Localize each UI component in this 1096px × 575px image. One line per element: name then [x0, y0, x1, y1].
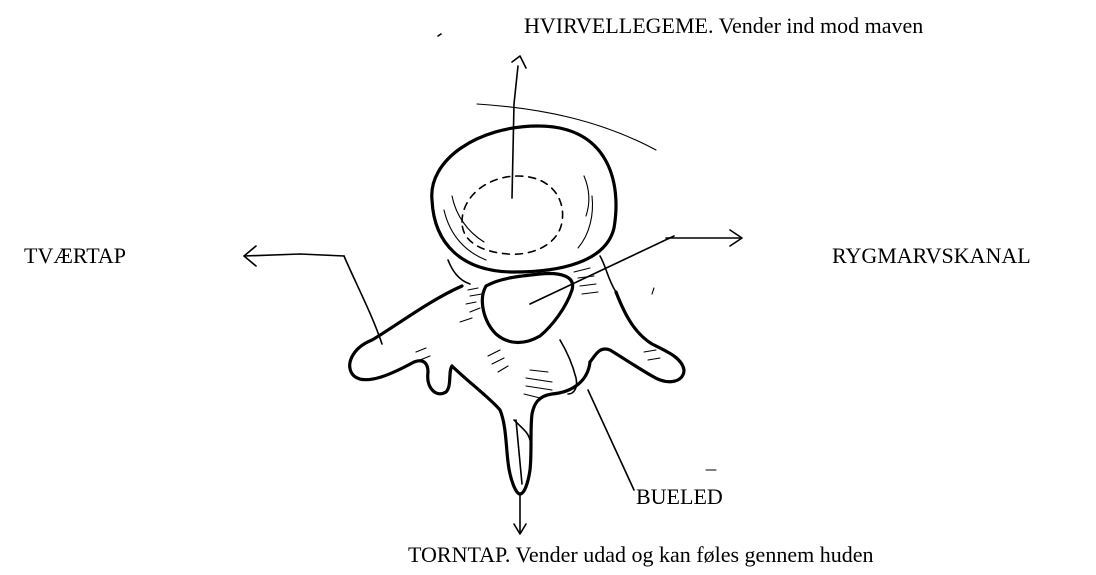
- stray-mark: [438, 34, 441, 36]
- spinal-canal: [482, 274, 572, 343]
- stray-mark: [477, 104, 656, 150]
- label-spinal-canal: RYGMARVSKANAL: [832, 245, 1031, 267]
- vertebral-arch: [350, 256, 684, 494]
- label-vertebral-body: HVIRVELLEGEME. Vender ind mod maven: [524, 15, 923, 37]
- leader-vertebral-arch: [588, 390, 634, 490]
- leader-spinous-process: [514, 494, 526, 534]
- vertebral-body: [432, 126, 616, 272]
- label-vertebral-arch: BUELED: [636, 486, 723, 508]
- leader-transverse-process: [244, 246, 382, 344]
- label-spinous-process: TORNTAP. Vender udad og kan føles gennem…: [408, 544, 873, 566]
- label-transverse-process: TVÆRTAP: [24, 245, 126, 267]
- stray-mark: [652, 288, 654, 294]
